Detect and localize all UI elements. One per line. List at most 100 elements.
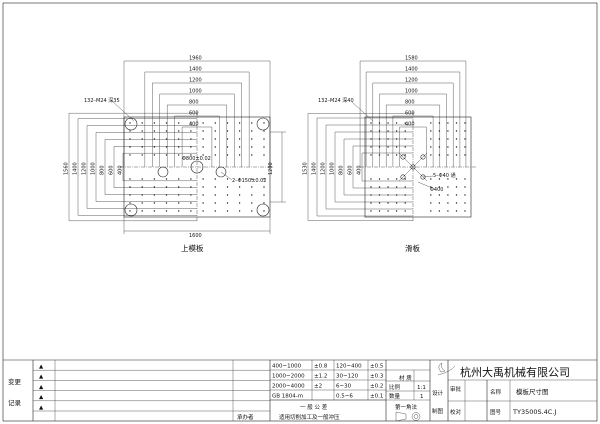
slide-thread-hole (395, 194, 398, 196)
slide-thread-hole (370, 186, 372, 188)
slide-center-through-hole (410, 164, 416, 170)
upper-thread-hole (165, 146, 168, 148)
scale-value: 1:1 (417, 385, 426, 391)
slide-thread-hole (370, 210, 372, 212)
upper-thread-hole (178, 138, 180, 140)
upper-thread-hole (263, 138, 265, 140)
upper-right-height: 1200 (268, 162, 274, 175)
slide-height-dim-4 (343, 138, 413, 196)
upper-thread-hole (129, 202, 131, 204)
upper-thread-hole (251, 138, 253, 140)
upper-height-label-3: 1000 (91, 162, 97, 175)
upper-width-dim-2 (152, 82, 242, 167)
slide-thread-hole (464, 194, 466, 196)
slide-thread-hole (378, 154, 381, 156)
upper-thread-hole (202, 138, 204, 140)
slide-thread-hole (430, 146, 432, 148)
upper-width-dim-0 (123, 60, 271, 167)
slide-height-label-1: 1400 (312, 162, 318, 175)
slide-height-label-5: 600 (348, 165, 354, 175)
slide-thread-hole (404, 194, 406, 196)
slide-thread-hole (455, 138, 458, 140)
review-label: 审批 (450, 385, 462, 393)
tolerance-title: 一 般 公 差 (300, 403, 328, 411)
upper-thread-hole (165, 138, 168, 140)
upper-height-label-1: 1400 (73, 162, 79, 175)
slide-thread-hole (430, 130, 432, 132)
upper-height-label-4: 800 (100, 165, 106, 175)
upper-thread-hole (190, 210, 192, 212)
upper-side-hole-right (215, 166, 227, 178)
upper-thread-hole (263, 146, 265, 148)
slide-height-dim-2 (325, 124, 413, 210)
upper-thread-hole (153, 186, 156, 188)
slide-thread-hole (395, 146, 398, 148)
slide-thread-hole (387, 202, 389, 204)
upper-thread-hole (129, 122, 131, 124)
slide-thread-hole (378, 194, 381, 196)
change-label: 变更 (8, 377, 22, 386)
upper-side-hole-left (157, 166, 169, 178)
slide-thread-hole (395, 130, 398, 132)
upper-thread-hole (202, 194, 204, 196)
upper-thread-hole (153, 154, 156, 156)
upper-thread-hole (263, 122, 265, 124)
upper-thread-hole (214, 130, 216, 132)
slide-thread-hole (404, 122, 406, 124)
upper-thread-hole (165, 178, 168, 180)
upper-thread-hole (226, 186, 229, 188)
tolerance-cell: 30~120 (336, 374, 359, 380)
slide-width-dim-4 (386, 104, 440, 167)
slide-thread-hole (455, 194, 458, 196)
slide-thread-hole (395, 138, 398, 140)
tolerance-cell: ±2 (314, 384, 322, 390)
slide-thread-hole (430, 178, 432, 180)
upper-thread-hole (238, 210, 241, 212)
upper-corner-hole-bl (124, 203, 138, 217)
slide-through-hole-4 (420, 174, 426, 180)
change-triangle-icon: ▲ (39, 384, 44, 390)
upper-thread-hole (190, 122, 192, 124)
slide-thread-hole (438, 146, 441, 148)
upper-thread-hole (238, 146, 241, 148)
slide-thread-hole (404, 186, 406, 188)
upper-thread-hole (178, 122, 180, 124)
slide-thread-hole (455, 210, 458, 212)
upper-thread-hole (153, 122, 156, 124)
qty-value: 1 (420, 394, 424, 400)
upper-thread-hole (214, 138, 216, 140)
upper-center-hole (190, 160, 204, 174)
slide-thread-hole (395, 122, 398, 124)
upper-thread-hole (190, 130, 192, 132)
slide-through-hole-3 (400, 174, 406, 180)
upper-thread-hole (238, 178, 241, 180)
slide-thread-hole (464, 138, 466, 140)
slide-thread-hole (404, 138, 406, 140)
slide-thread-hole (370, 146, 372, 148)
slide-height-label-0: 1530 (303, 162, 309, 175)
slide-thread-hole (447, 202, 449, 204)
slide-thread-hole (404, 202, 406, 204)
upper-thread-hole (165, 122, 168, 124)
upper-thread-hole (263, 130, 265, 132)
slide-thread-hole (464, 130, 466, 132)
upper-thread-hole (202, 154, 204, 156)
upper-thread-hole (251, 210, 253, 212)
slide-thread-leader (351, 101, 374, 122)
slide-thread-hole (387, 178, 389, 180)
slide-width-label-2: 1200 (405, 78, 418, 84)
upper-thread-hole (165, 194, 168, 196)
slide-thread-hole (464, 186, 466, 188)
upper-thread-hole (251, 186, 253, 188)
upper-thread-hole (165, 210, 168, 212)
change-triangle-icon: ▲ (39, 364, 44, 370)
slide-thread-hole (378, 186, 381, 188)
slide-thread-hole (455, 146, 458, 148)
upper-thread-hole (214, 178, 216, 180)
slide-thread-hole (438, 210, 441, 212)
slide-thread-hole (378, 122, 381, 124)
slide-thread-hole (395, 186, 398, 188)
upper-thread-hole (129, 194, 131, 196)
upper-thread-hole (190, 194, 192, 196)
